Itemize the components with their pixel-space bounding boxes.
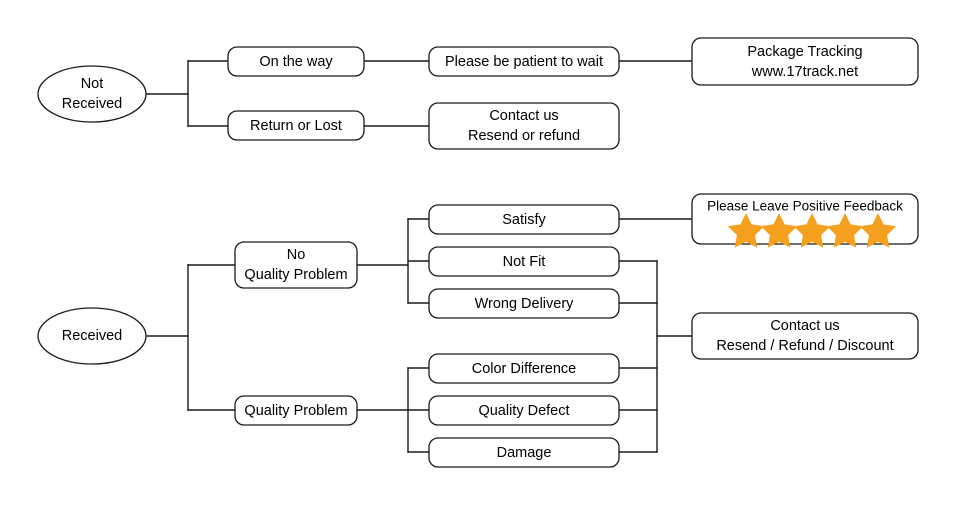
node-quality-defect[interactable]: [428, 395, 620, 426]
node-not-received-label-line2: Received: [62, 96, 122, 112]
node-please-be-patient-label: Please be patient to wait: [445, 54, 603, 70]
node-contact-resend-refund-discount-label-line2: Resend / Refund / Discount: [716, 338, 893, 354]
node-no-quality-problem-label-line2: Quality Problem: [244, 267, 347, 283]
star-icon: [793, 213, 831, 248]
node-quality-problem[interactable]: [234, 395, 358, 426]
star-icon: [727, 213, 765, 248]
node-package-tracking-url: www.17track.net: [751, 64, 858, 80]
node-color-difference[interactable]: [428, 353, 620, 384]
node-no-quality-problem-label-line1: No: [287, 247, 306, 263]
star-icon: [760, 213, 798, 248]
node-damage-label: Damage: [497, 445, 552, 461]
node-contact-resend-refund[interactable]: [428, 102, 620, 150]
node-wrong-delivery-label: Wrong Delivery: [475, 296, 575, 312]
node-contact-resend-refund-discount-label-line1: Contact us: [770, 318, 839, 334]
node-contact-resend-refund-discount[interactable]: [691, 312, 919, 360]
node-please-be-patient[interactable]: [428, 46, 620, 77]
node-satisfy-label: Satisfy: [502, 212, 546, 228]
node-quality-defect-label: Quality Defect: [478, 403, 569, 419]
node-positive-feedback-label: Please Leave Positive Feedback: [707, 199, 903, 214]
node-no-quality-problem[interactable]: [234, 241, 358, 289]
node-not-fit[interactable]: [428, 246, 620, 277]
node-not-fit-label: Not Fit: [503, 254, 546, 270]
node-damage[interactable]: [428, 437, 620, 468]
node-satisfy[interactable]: [428, 204, 620, 235]
node-return-or-lost-label: Return or Lost: [250, 118, 342, 134]
node-contact-resend-refund-label-line1: Contact us: [489, 108, 558, 124]
node-wrong-delivery[interactable]: [428, 288, 620, 319]
node-on-the-way-label: On the way: [259, 54, 333, 70]
node-quality-problem-label: Quality Problem: [244, 403, 347, 419]
node-color-difference-label: Color Difference: [472, 361, 577, 377]
node-not-received[interactable]: [37, 65, 147, 123]
node-package-tracking[interactable]: [691, 37, 919, 86]
node-received-label: Received: [62, 328, 122, 344]
node-contact-resend-refund-label-line2: Resend or refund: [468, 128, 580, 144]
node-return-or-lost[interactable]: [227, 110, 365, 141]
node-on-the-way[interactable]: [227, 46, 365, 77]
star-icon: [826, 213, 864, 248]
star-rating[interactable]: [727, 213, 897, 248]
node-package-tracking-label-line1: Package Tracking: [747, 44, 862, 60]
star-icon: [859, 213, 897, 248]
node-received[interactable]: [37, 307, 147, 365]
node-not-received-label-line1: Not: [81, 76, 104, 92]
